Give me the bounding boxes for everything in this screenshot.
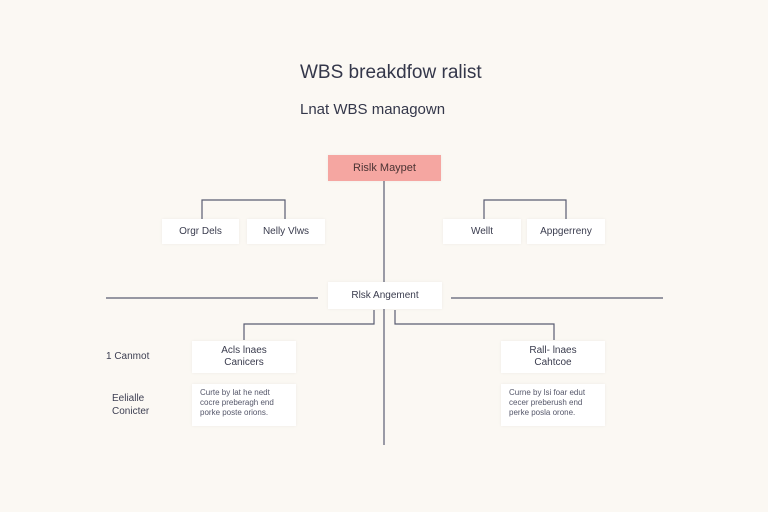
diagram-title: WBS breakdfow ralist xyxy=(300,62,482,83)
left-note-box: Curte by lat he nedt cocre preberagh end… xyxy=(192,384,296,426)
diagram-subtitle: Lnat WBS managown xyxy=(300,101,446,118)
side-label-2: Eelialle Conicter xyxy=(112,392,149,418)
right-lower-connector xyxy=(394,310,555,340)
right-note-box: Curne by lsi foar edut cecer preberush e… xyxy=(501,384,605,426)
right-top-bracket xyxy=(483,199,567,219)
right-note-line-1: Curne by lsi foar edut xyxy=(509,388,586,397)
right-note-line-2: cecer preberush end xyxy=(509,398,583,407)
right-mid-node[interactable]: Rall- lnaes Cahtcoe xyxy=(501,341,605,373)
left-child-node-1[interactable]: Orgr Dels xyxy=(162,219,239,244)
right-child-node-1[interactable]: Wellt xyxy=(443,219,521,244)
left-note-line-3: porke poste orions. xyxy=(200,408,269,417)
left-child-node-2[interactable]: Nelly Vlws xyxy=(247,219,325,244)
right-mid-node-line-2: Cahtcoe xyxy=(534,357,572,368)
side-label-2-line-2: Conicter xyxy=(112,406,150,417)
left-note-line-1: Curte by lat he nedt xyxy=(200,388,270,397)
side-label-2-line-1: Eelialle xyxy=(112,393,145,404)
root-node[interactable]: Rislk Maypet xyxy=(328,155,441,181)
left-top-bracket xyxy=(201,199,286,219)
center-node[interactable]: Rlsk Angement xyxy=(328,282,442,309)
left-mid-node-line-2: Canicers xyxy=(224,357,264,368)
left-lower-connector xyxy=(243,310,375,340)
left-mid-node-line-1: Acls lnaes xyxy=(221,345,267,356)
right-child-node-2[interactable]: Appgerreny xyxy=(527,219,605,244)
left-note-line-2: cocre preberagh end xyxy=(200,398,274,407)
side-label-1: 1 Canmot xyxy=(106,351,150,362)
right-note-line-3: perke posla orone. xyxy=(509,408,576,417)
left-mid-node[interactable]: Acls lnaes Canicers xyxy=(192,341,296,373)
right-mid-node-line-1: Rall- lnaes xyxy=(529,345,577,356)
